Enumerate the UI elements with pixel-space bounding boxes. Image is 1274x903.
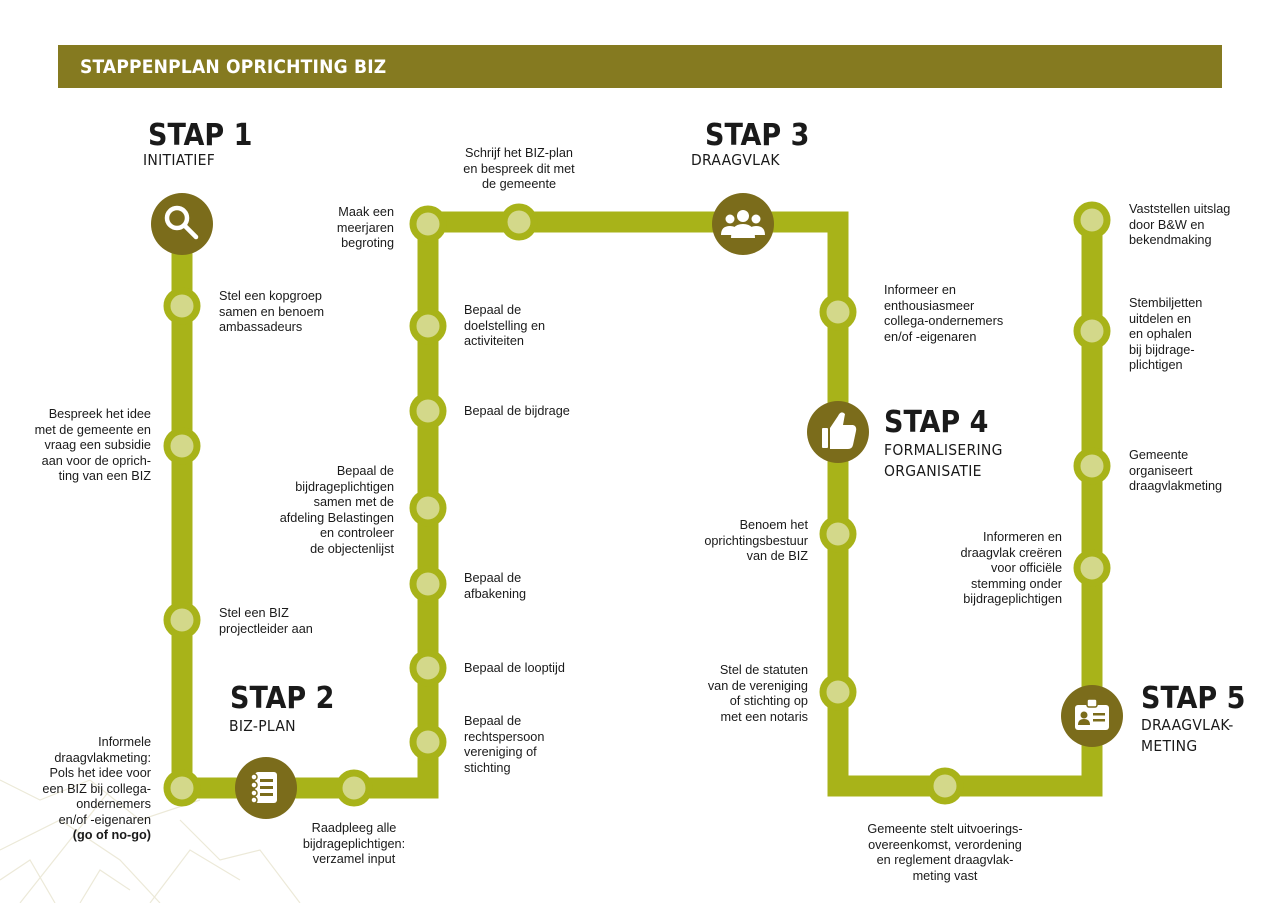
station-dot <box>163 601 201 639</box>
station-label: Stembiljetten uitdelen en en ophalen bij… <box>1129 296 1203 372</box>
station-label: Schrijf het BIZ-plan en bespreek dit met… <box>463 146 575 191</box>
step5-name: DRAAGVLAK- METING <box>1141 716 1234 755</box>
search-icon <box>164 205 199 240</box>
station-dot <box>409 307 447 345</box>
station-dot <box>163 769 201 807</box>
station-label: Benoem het oprichtingsbestuur van de BIZ <box>704 518 808 563</box>
notebook-icon <box>250 772 277 804</box>
step2-name: BIZ-PLAN <box>229 717 296 735</box>
station-label: Bepaal de looptijd <box>464 661 565 675</box>
station-dot <box>409 205 447 243</box>
station-label: Stel een BIZ projectleider aan <box>219 606 313 636</box>
station-label: Bepaal de afbakening <box>464 571 527 601</box>
station-dot <box>926 767 964 805</box>
station-label: Informeren en draagvlak creëren voor off… <box>960 530 1062 606</box>
station-label: Stel een kopgroep samen en benoem ambass… <box>219 289 325 334</box>
station-dot <box>409 565 447 603</box>
page-header-bar: STAPPENPLAN OPRICHTING BIZ <box>58 45 1222 88</box>
station-label: Raadpleeg alle bijdrageplichtigen: verza… <box>302 821 406 866</box>
station-dot <box>500 203 538 241</box>
station-dot <box>409 723 447 761</box>
station-dot <box>409 489 447 527</box>
step4-name: FORMALISERING ORGANISATIE <box>884 441 1003 480</box>
step3-name: DRAAGVLAK <box>691 151 780 169</box>
station-label: Vaststellen uitslag door B&W en bekendma… <box>1129 202 1231 247</box>
step5-number: STAP 5 <box>1141 681 1246 716</box>
station-label: Informele draagvlakmeting: Pols het idee… <box>42 735 151 827</box>
station-dot <box>409 649 447 687</box>
people-icon <box>721 210 765 238</box>
step1-number: STAP 1 <box>148 118 253 153</box>
station-dot <box>335 769 373 807</box>
station-label: Informeer en enthousiasmeer collega-onde… <box>884 283 1004 344</box>
station-label: Bepaal de bijdrage <box>464 404 570 418</box>
station-dot <box>163 427 201 465</box>
station-dot <box>819 515 857 553</box>
step3-number: STAP 3 <box>705 118 810 153</box>
step2-number: STAP 2 <box>230 681 335 716</box>
station-label: Maak een meerjaren begroting <box>336 205 394 250</box>
step1-name: INITIATIEF <box>143 151 216 169</box>
step4-hub <box>807 401 869 463</box>
page-title: STAPPENPLAN OPRICHTING BIZ <box>80 55 387 78</box>
station-dot <box>819 673 857 711</box>
station-dot <box>1073 201 1111 239</box>
station-label: Bespreek het idee met de gemeente en vra… <box>34 407 151 483</box>
station-dot <box>163 287 201 325</box>
station-dot <box>1073 549 1111 587</box>
station-dot <box>409 392 447 430</box>
step3-hub <box>712 193 774 255</box>
station-dot <box>1073 447 1111 485</box>
step5-hub <box>1061 685 1123 747</box>
station-label: (go of no-go) <box>72 828 151 842</box>
ballot-card-icon <box>1075 698 1109 730</box>
station-label: Gemeente stelt uitvoerings- overeenkomst… <box>867 822 1023 883</box>
station-label: Bepaal de bijdrageplichtigen samen met d… <box>279 464 394 556</box>
station-label: Gemeente organiseert draagvlakmeting <box>1129 448 1223 493</box>
station-label: Bepaal de doelstelling en activiteiten <box>464 303 546 348</box>
station-dot <box>1073 312 1111 350</box>
stations <box>163 201 1111 807</box>
route-track <box>171 211 1103 799</box>
station-label: Bepaal de rechtspersoon vereniging of st… <box>464 714 545 775</box>
step4-number: STAP 4 <box>884 405 989 440</box>
station-label: Stel de statuten van de vereniging of st… <box>707 663 808 724</box>
map-texture <box>0 779 301 903</box>
step1-hub <box>151 193 213 255</box>
step2-hub <box>235 757 297 819</box>
thumbs-up-icon <box>822 412 857 449</box>
station-dot <box>819 293 857 331</box>
